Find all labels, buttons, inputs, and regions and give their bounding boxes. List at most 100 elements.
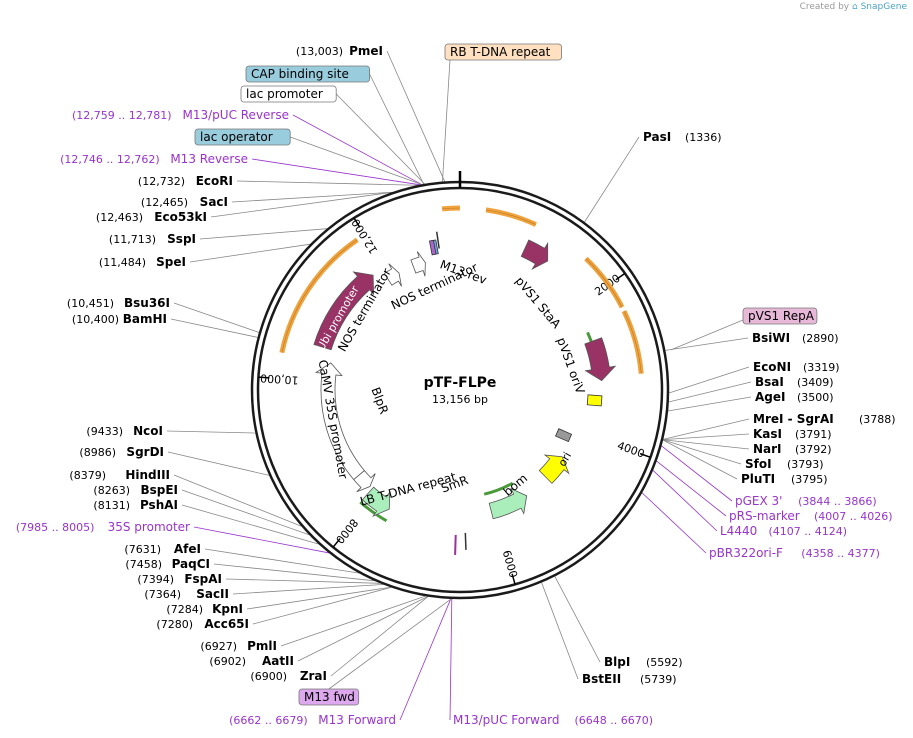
primer-range: (7985 .. 8005) xyxy=(16,521,95,534)
feature-box xyxy=(444,43,562,61)
credit-brand: SnapGene xyxy=(860,2,907,12)
orange-arc-outline xyxy=(585,258,623,308)
site-name: MreI - SgrAI xyxy=(753,412,834,426)
leader-line xyxy=(181,489,310,536)
site-name: Acc65I xyxy=(204,617,249,631)
primer-name: M13 Forward xyxy=(318,713,396,727)
features xyxy=(279,205,644,555)
site-position: (6927) xyxy=(200,640,237,653)
leader-line xyxy=(330,596,429,677)
site-name: SacI xyxy=(200,195,228,209)
feature-nos-terminator-2 xyxy=(410,251,426,277)
enzyme-right-0: PasI(1336) xyxy=(643,130,722,144)
site-position: (3792) xyxy=(795,443,832,456)
leader-line xyxy=(386,50,446,182)
m13-fwd-mark xyxy=(454,534,457,555)
enzyme-right-9: PluTI (3795) xyxy=(741,472,828,486)
site-position: (12,732) xyxy=(138,175,185,188)
feature-box-label-1: CAP binding site xyxy=(245,65,370,83)
orange-arc-1 xyxy=(485,207,537,227)
tick-8000 xyxy=(332,538,341,548)
primer-right-1: pRS-marker(4007 .. 4026) xyxy=(729,509,893,523)
primer-name: pBR322ori-F xyxy=(709,546,783,560)
leader-line xyxy=(236,180,418,186)
primer-right-2: L4440(4107 .. 4124) xyxy=(720,524,847,538)
feature-smr xyxy=(488,487,528,520)
site-position: (10,400) xyxy=(72,313,119,326)
site-position: (11,713) xyxy=(109,233,156,246)
site-name: EcoNI xyxy=(753,360,791,374)
enzyme-right-4: AgeI(3500) xyxy=(755,390,834,404)
leader-line xyxy=(210,191,393,218)
site-position: (3791) xyxy=(795,428,832,441)
enzyme-left-15: (7394)FspAI xyxy=(137,572,222,586)
primer-name: M13/pUC Forward xyxy=(453,713,560,727)
leader-line xyxy=(225,578,381,584)
site-name: Eco53kI xyxy=(154,210,207,224)
tick-2000 xyxy=(615,272,626,281)
leader-line xyxy=(189,243,311,263)
primer-right-0: pGEX 3'(3844 .. 3866) xyxy=(735,494,877,508)
primer-right-4: M13/pUC Forward (6648 .. 6670) xyxy=(453,713,653,727)
site-name: SpeI xyxy=(156,255,186,269)
feature-box-label-0: RB T-DNA repeat xyxy=(444,43,562,61)
leader-line xyxy=(173,302,260,333)
leader-line xyxy=(662,439,738,480)
site-position: (12,463) xyxy=(96,211,143,224)
leader-line xyxy=(661,445,733,502)
leader-line xyxy=(199,228,328,240)
site-name: FspAI xyxy=(184,572,222,586)
site-position: (8379) xyxy=(69,469,106,482)
feature-pvs1-oriv xyxy=(584,337,617,382)
label-pvs1-staa: pVS1 StaA xyxy=(513,274,565,332)
site-position: (13,003) xyxy=(296,45,343,58)
enzyme-left-20: (6902)AatII xyxy=(209,654,294,668)
leader-line xyxy=(251,158,421,186)
primer-left-1: (12,746 .. 12,762)M13 Reverse xyxy=(60,152,248,166)
enzyme-left-3: (12,463) Eco53kI xyxy=(96,210,207,224)
site-name: EcoRI xyxy=(196,174,233,188)
feature-box-text: pVS1 RepA xyxy=(748,309,815,323)
site-position: (5739) xyxy=(640,673,677,686)
primer-name: pRS-marker xyxy=(729,509,800,523)
site-name: PasI xyxy=(643,130,671,144)
leader-line xyxy=(662,439,750,450)
site-name: PshAI xyxy=(140,498,178,512)
feature-box-text: M13 fwd xyxy=(304,690,355,704)
site-position: (2890) xyxy=(802,332,839,345)
site-name: AatII xyxy=(262,654,294,668)
site-position: (7280) xyxy=(156,618,193,631)
enzyme-left-0: (13,003)PmeI xyxy=(296,44,383,58)
site-position: (3795) xyxy=(791,473,828,486)
site-name: BamHI xyxy=(123,312,167,326)
primer-range: (3844 .. 3866) xyxy=(798,495,877,508)
site-name: AgeI xyxy=(755,390,785,404)
feature-box-text: lac promoter xyxy=(246,87,323,101)
feature-nos-terminator-1 xyxy=(383,263,402,287)
leader-line xyxy=(167,451,270,476)
site-position: (8986) xyxy=(79,446,116,459)
plasmid-name: pTF-FLPe xyxy=(424,375,497,391)
site-name: PaqCI xyxy=(172,557,210,571)
backbone-ring xyxy=(250,171,670,600)
snapgene-logo-icon: ⌂ xyxy=(852,2,858,12)
leader-line xyxy=(668,381,752,403)
feature-pvs1-staa xyxy=(520,239,549,270)
primer-range: (12,746 .. 12,762) xyxy=(60,153,160,166)
tick-label: 4000 xyxy=(615,439,646,461)
site-position: (6900) xyxy=(250,670,287,683)
tick-label: 12,000 xyxy=(349,216,380,256)
site-position: (7458) xyxy=(125,558,162,571)
feature-box xyxy=(245,65,370,83)
enzyme-left-13: (7631)AfeI xyxy=(124,542,201,556)
leader-line xyxy=(442,59,451,182)
feature-box xyxy=(194,128,291,146)
tick-label: 6000 xyxy=(500,549,520,579)
credit-prefix: Created by xyxy=(799,2,850,12)
primer-range: (6648 .. 6670) xyxy=(575,714,654,727)
feature-box-text: RB T-DNA repeat xyxy=(450,45,551,59)
site-position: (7631) xyxy=(124,543,161,556)
site-name: PluTI xyxy=(741,472,775,486)
label-ubi: CaMV 35S promoter xyxy=(316,359,351,480)
orange-arc-outline xyxy=(281,239,358,353)
